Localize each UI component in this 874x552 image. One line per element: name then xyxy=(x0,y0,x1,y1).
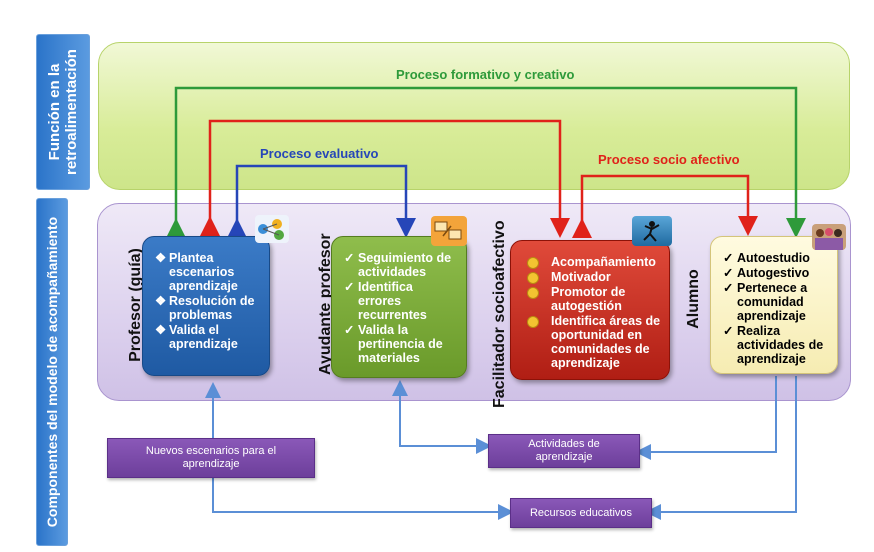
formative-arrow xyxy=(166,86,806,238)
students-photo-icon xyxy=(812,224,846,250)
jumping-person-icon xyxy=(632,216,672,246)
smiley-icon xyxy=(527,257,539,269)
process-socio-afectivo-label: Proceso socio afectivo xyxy=(598,152,740,167)
list-item: Motivador xyxy=(527,270,661,284)
list-item: ✓Identifica errores recurrentes xyxy=(344,280,427,322)
list-item: ✓Seguimiento de actividades xyxy=(344,251,452,279)
list-item: ❖Resolución de problemas xyxy=(155,294,255,322)
feedback-panel xyxy=(98,42,850,190)
side-label-components: Componentes del modelo de acompañamiento xyxy=(36,198,68,546)
list-item: ✓Realiza actividades de aprendizaje xyxy=(723,324,824,366)
alumno-link-2 xyxy=(645,376,797,520)
smiley-icon xyxy=(527,287,539,299)
process-formativo-label: Proceso formativo y creativo xyxy=(396,67,575,82)
list-item: ✓Pertenece a comunidad aprendizaje xyxy=(723,281,808,323)
ayudante-box: ✓Seguimiento de actividades ✓Identifica … xyxy=(331,236,467,378)
list-item: ❖Plantea escenarios aprendizaje xyxy=(155,251,238,293)
smiley-icon xyxy=(527,272,539,284)
recursos-box: Recursos educativos xyxy=(510,498,652,528)
profesor-box: ❖Plantea escenarios aprendizaje ❖Resoluc… xyxy=(142,236,270,376)
list-item: Acompañamiento xyxy=(527,255,661,269)
list-item: ❖Valida el aprendizaje xyxy=(155,323,238,351)
evaluative-arrow xyxy=(227,164,416,238)
alumno-box: ✓Autoestudio ✓Autogestivo ✓Pertenece a c… xyxy=(710,236,838,374)
list-item: Identifica áreas de oportunidad en comun… xyxy=(527,314,661,370)
list-item: ✓Autoestudio xyxy=(723,251,810,265)
network-icon xyxy=(255,215,289,243)
process-evaluativo-label: Proceso evaluativo xyxy=(260,146,379,161)
profesor-link xyxy=(205,382,514,520)
side-label-function: Función en la retroalimentación xyxy=(36,34,90,190)
ayudante-link xyxy=(392,380,492,454)
smiley-icon xyxy=(527,316,539,328)
list-item: Promotor de autogestión xyxy=(527,285,661,313)
socio-afectivo-arrow xyxy=(572,174,758,238)
facilitador-box: Acompañamiento Motivador Promotor de aut… xyxy=(510,240,670,380)
nuevos-escenarios-box: Nuevos escenarios para el aprendizaje xyxy=(107,438,315,478)
puzzle-icon xyxy=(431,216,467,246)
role-facilitador: Facilitador socioafectivo xyxy=(491,220,508,408)
list-item: ✓Valida la pertinencia de materiales xyxy=(344,323,443,365)
actividades-box: Actividades de aprendizaje xyxy=(488,434,640,468)
red-arrow-left xyxy=(200,119,570,238)
role-alumno: Alumno xyxy=(685,269,702,329)
list-item: ✓Autogestivo xyxy=(723,266,810,280)
alumno-link-1 xyxy=(635,376,777,460)
